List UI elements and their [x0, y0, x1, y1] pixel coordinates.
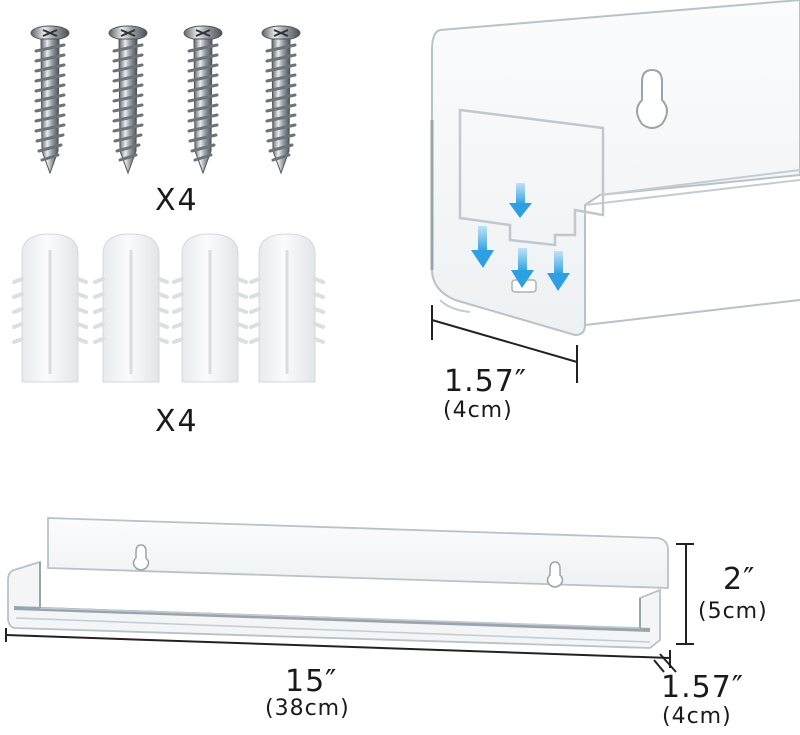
shelf-height-metric: (5cm): [698, 599, 768, 624]
shelf-height-dimension-line: [676, 543, 694, 645]
shelf-detail-view: [430, 0, 800, 337]
screw-1: [29, 24, 71, 175]
shelf-height-label: 2″: [723, 562, 756, 597]
bracket-outline: [458, 108, 605, 247]
shelf-depth-dimension-line: [653, 653, 677, 673]
detail-depth-dimension-line: [431, 305, 578, 383]
anchors-quantity-label: X4: [155, 404, 199, 439]
shelf-length-metric: (38cm): [265, 696, 350, 721]
screw-3: [182, 24, 224, 175]
wall-anchor-3: [172, 232, 248, 384]
shelf-depth-metric: (4cm): [662, 704, 732, 729]
down-arrow-icon-1: [509, 183, 532, 218]
wall-anchor-2: [93, 232, 169, 384]
wall-anchor-4: [249, 232, 325, 384]
screw-4: [260, 24, 302, 175]
shelf-depth-label: 1.57″: [661, 670, 745, 705]
down-arrow-icon-3: [511, 248, 534, 288]
keyhole-slot-right: [546, 561, 564, 588]
screws-quantity-label: X4: [155, 183, 199, 218]
screw-2: [107, 24, 149, 175]
detail-depth-label: 1.57″: [444, 364, 528, 399]
down-arrow-icon-2: [471, 226, 494, 268]
keyhole-slot: [636, 68, 668, 129]
shelf-length-label: 15″: [285, 664, 338, 699]
shelf-full-view: [7, 517, 669, 649]
keyhole-slot-left: [132, 544, 150, 571]
wall-anchor-1: [12, 232, 88, 384]
down-arrow-icon-4: [547, 251, 570, 291]
detail-depth-metric: (4cm): [443, 398, 513, 423]
